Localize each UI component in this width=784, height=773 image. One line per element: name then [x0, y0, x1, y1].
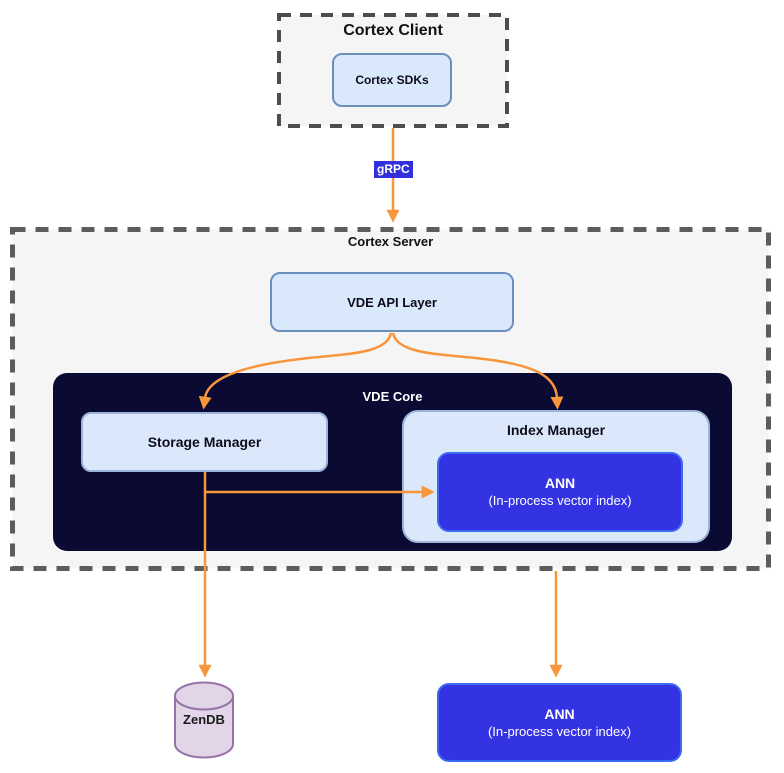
- cortex-sdks-node: Cortex SDKs: [332, 53, 452, 107]
- ann-embedded-subtitle: (In-process vector index): [488, 493, 632, 508]
- storage-manager-label: Storage Manager: [147, 434, 262, 450]
- vde-api-layer-label: VDE API Layer: [347, 294, 437, 310]
- cortex-sdks-label: Cortex SDKs: [355, 73, 429, 87]
- cortex-client-title: Cortex Client: [343, 22, 443, 39]
- vde-core-title: VDE Core: [362, 389, 423, 404]
- ann-embedded-title: ANN: [544, 475, 576, 491]
- zendb-label: ZenDB: [183, 712, 225, 727]
- storage-manager-node: Storage Manager: [81, 412, 328, 472]
- ann-external-node: ANN (In-process vector index): [437, 683, 682, 762]
- ann-embedded-node: ANN (In-process vector index): [437, 452, 683, 532]
- cortex-server-title: Cortex Server: [347, 234, 434, 249]
- vde-api-layer-node: VDE API Layer: [270, 272, 514, 332]
- ann-external-subtitle: (In-process vector index): [487, 723, 632, 739]
- grpc-edge-label: gRPC: [374, 161, 413, 178]
- ann-external-title: ANN: [544, 705, 575, 722]
- index-manager-title: Index Manager: [506, 422, 606, 438]
